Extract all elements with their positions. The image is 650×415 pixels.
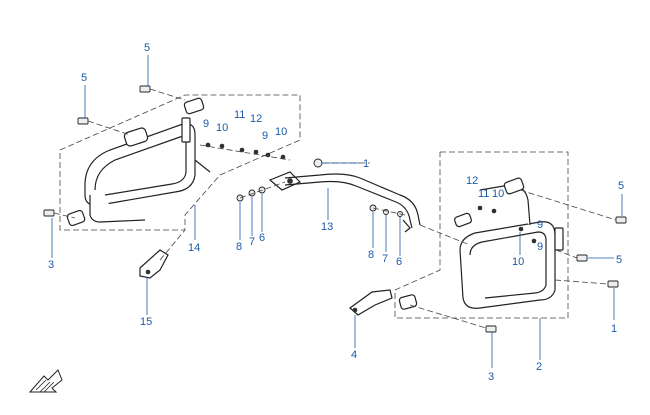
callout-10-right-a: 10	[492, 188, 504, 200]
callout-13: 13	[321, 221, 333, 233]
callout-1-left: 1	[363, 158, 369, 170]
callout-6-right: 6	[396, 256, 402, 268]
callout-11-left: 11	[234, 109, 245, 121]
bolt-group	[43, 85, 627, 333]
front-direction-arrow-icon	[28, 369, 63, 393]
callout-10-right-b: 10	[512, 256, 524, 268]
callout-5-top: 5	[144, 42, 150, 54]
callout-9-left-a: 9	[203, 118, 209, 130]
callout-3-left: 3	[48, 259, 54, 271]
callout-5-right-top: 5	[618, 180, 624, 192]
callout-3-right: 3	[488, 371, 494, 383]
bracket-left	[139, 249, 169, 279]
callout-6-left: 6	[259, 232, 265, 244]
callout-7-left: 7	[249, 236, 255, 248]
bracket-right	[349, 289, 393, 316]
callout-7-right: 7	[382, 253, 388, 265]
callout-9-right-a: 9	[537, 219, 543, 231]
callout-8-left: 8	[236, 241, 242, 253]
left-side-frame	[66, 97, 211, 227]
callout-9-left-b: 9	[262, 130, 268, 142]
assembly-axes	[53, 88, 617, 329]
callout-14: 14	[188, 242, 200, 254]
left-assembly-boundary	[59, 94, 301, 231]
callout-labels: 1 1 2 3 3 4 5 5 5 5 6 6 7 7 8 8 9 9 9 9 …	[48, 42, 624, 383]
callout-9-right-b: 9	[537, 241, 543, 253]
callout-4: 4	[351, 349, 357, 361]
callout-8-right: 8	[368, 249, 374, 261]
callout-10-left-b: 10	[275, 126, 287, 138]
callout-12-left: 12	[250, 113, 262, 125]
callout-5-right-mid: 5	[616, 254, 622, 266]
callout-10-left-a: 10	[216, 122, 228, 134]
callout-lines	[51, 55, 623, 368]
callout-1-right: 1	[611, 323, 617, 335]
right-side-frame	[398, 177, 564, 310]
callout-12-right: 12	[466, 175, 478, 187]
callout-11-right: 11	[478, 188, 489, 200]
callout-2: 2	[536, 361, 542, 373]
callout-15: 15	[140, 316, 152, 328]
right-assembly-boundary	[394, 151, 569, 319]
callout-5-left: 5	[81, 72, 87, 84]
crossbar	[268, 171, 421, 233]
